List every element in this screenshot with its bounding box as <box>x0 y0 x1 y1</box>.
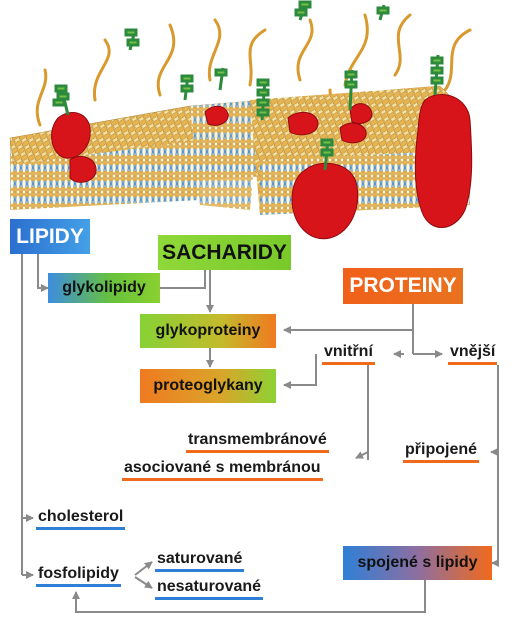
vnitrni-label: vnitřní <box>322 343 375 365</box>
glykoproteiny-box-bg <box>140 314 276 348</box>
glykolipidy-box-bg <box>48 273 160 303</box>
proteoglykany-label: proteoglykany <box>153 377 263 394</box>
membrane-illustration <box>9 0 473 240</box>
proteoglykany-box-bg <box>140 369 276 403</box>
glykoproteiny-label: glykoproteiny <box>155 322 261 339</box>
proteiny-label: PROTEINY <box>349 274 457 297</box>
transmembranove-label: transmembránové <box>186 431 329 453</box>
spojene-s-lipidy-label: spojené s lipidy <box>357 554 478 571</box>
lipidy-box-bg <box>10 219 90 254</box>
sacharidy-box-bg <box>158 235 291 270</box>
proteiny-box-bg <box>343 268 463 304</box>
asociovane-label: asociované s membránou <box>122 459 323 481</box>
glykolipidy-label: glykolipidy <box>62 279 146 296</box>
nesaturovane-label: nesaturované <box>155 578 264 600</box>
sacharidy-label: SACHARIDY <box>162 240 287 264</box>
vnejsi-label: vnější <box>448 343 498 365</box>
spojene-box-bg <box>343 546 492 580</box>
saturovane-label: saturované <box>155 550 245 572</box>
cholesterol-label: cholesterol <box>36 508 126 530</box>
pripojene-label: připojené <box>403 441 480 463</box>
connector-lines <box>21 254 499 613</box>
fosfolipidy-label: fosfolipidy <box>36 565 121 587</box>
lipidy-label: LIPIDY <box>16 224 84 248</box>
